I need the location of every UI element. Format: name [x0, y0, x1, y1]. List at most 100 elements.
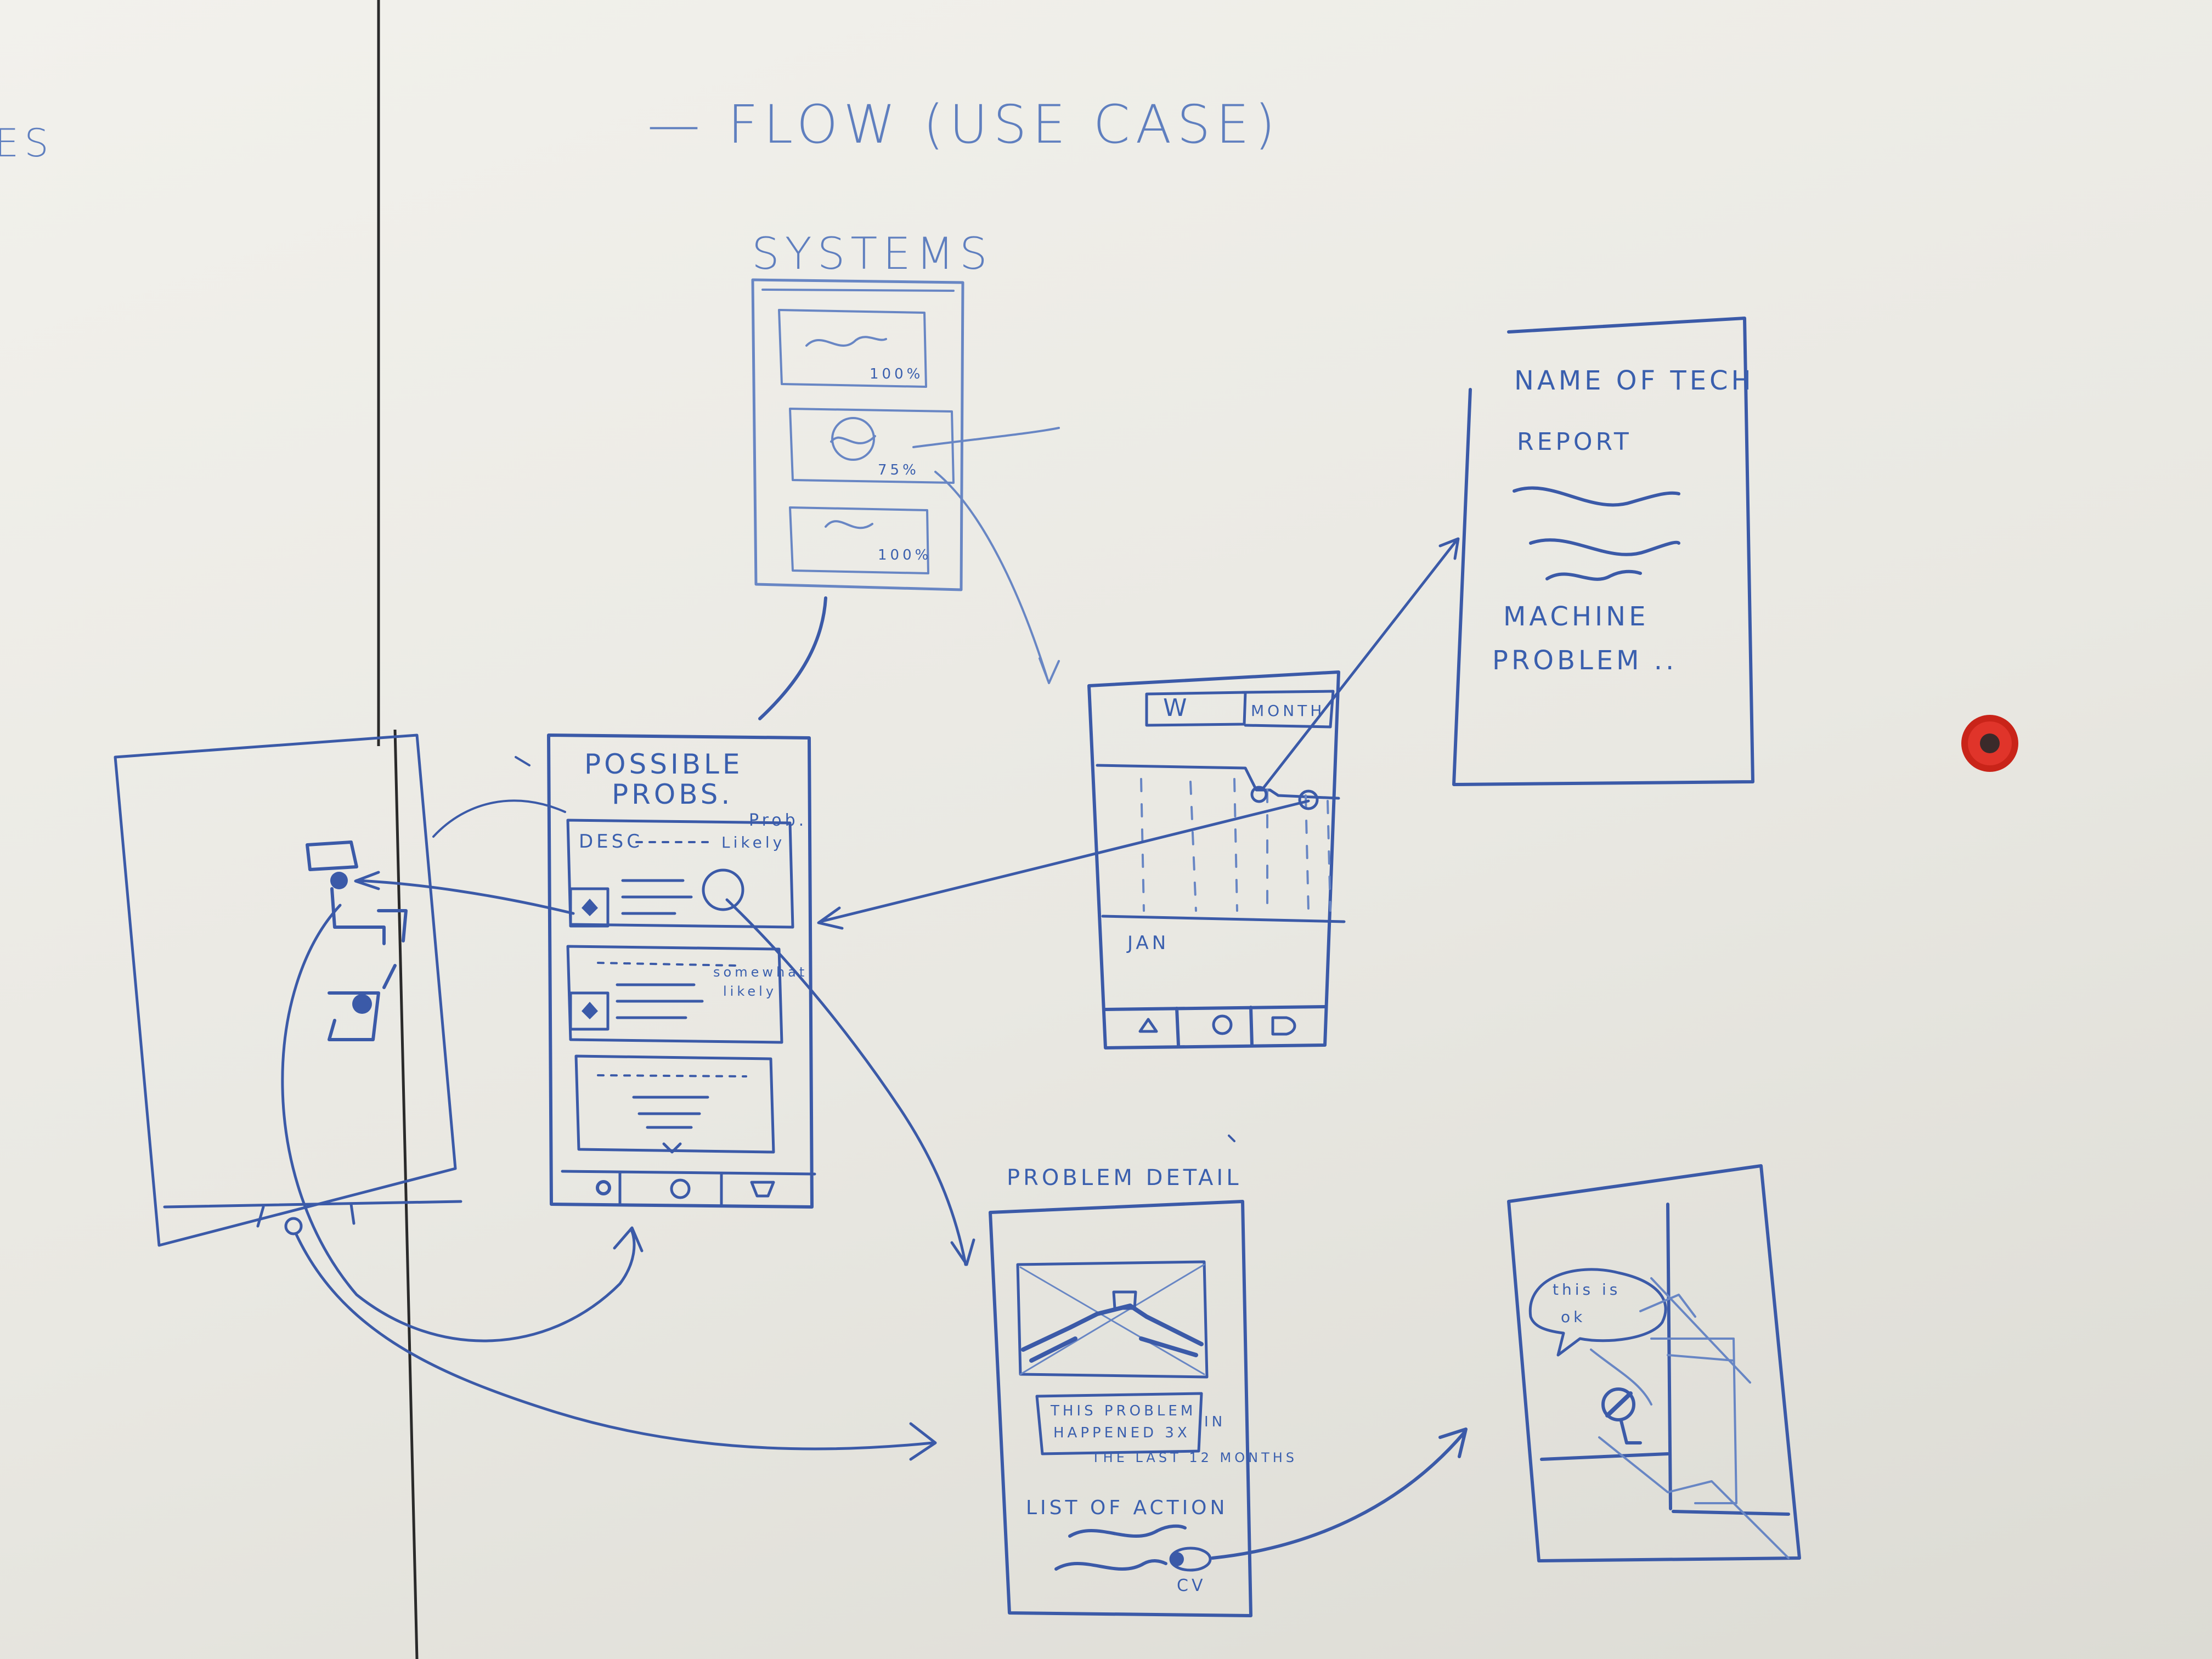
action-item-2	[1054, 1559, 1167, 1571]
tech-squiggle-2	[1529, 538, 1680, 556]
probs-tabbar	[561, 1170, 816, 1207]
system-card-2	[789, 408, 955, 484]
detail-image-part	[1112, 1290, 1137, 1310]
speech-bubble	[1528, 1268, 1667, 1357]
system-card-3-value: 100%	[878, 547, 932, 563]
flow-arrows	[281, 427, 1468, 1560]
node-dot-1	[330, 872, 348, 889]
detail-image-cross	[1019, 1263, 1205, 1375]
detail-image-machine	[1021, 1304, 1204, 1363]
node-dot-2	[352, 994, 372, 1014]
probs-title-line2: PROBS.	[612, 778, 733, 810]
probs-title-line1: POSSIBLE	[584, 748, 743, 780]
prob-card-2-text-lines	[616, 983, 704, 1019]
arrow-chart-to-report	[1260, 537, 1460, 792]
detail-note-line4: THE LAST 12 MONTHS	[1091, 1450, 1297, 1465]
arrow-systems-to-chart	[912, 427, 1060, 684]
ar-box	[1650, 1338, 1737, 1504]
chart-gridlines	[1140, 778, 1331, 912]
arrow-left-to-detail	[295, 1233, 937, 1461]
chart-screen: W MONTH JAN	[1087, 670, 1346, 1049]
systems-phone-frame	[751, 278, 964, 591]
ar-screen: this is ok	[1507, 1164, 1801, 1562]
probs-phone-frame	[547, 733, 814, 1209]
detail-phone-frame	[989, 1200, 1252, 1617]
detail-title: PROBLEM DETAIL	[1007, 1165, 1242, 1190]
chart-point-2	[1298, 789, 1319, 810]
probs-col-likely: Likely	[721, 833, 785, 851]
node-connector-2	[377, 909, 408, 943]
left-phone-frame	[114, 733, 457, 1247]
system-card-3-sparkline	[825, 520, 873, 529]
ar-phone-frame	[1507, 1164, 1801, 1562]
left-tab-circle	[284, 1217, 303, 1235]
arrow-probs-to-detail	[725, 898, 975, 1266]
tab-week-label[interactable]: W	[1163, 694, 1190, 722]
cv-label: CV	[1177, 1576, 1206, 1595]
action-item-1	[1068, 1524, 1187, 1538]
tech-line1: NAME OF TECH	[1514, 365, 1754, 396]
probs-col-prob: Prob.	[749, 811, 807, 830]
tech-squiggle-3	[1545, 569, 1642, 581]
prob-card-2-thumb	[569, 991, 610, 1031]
bubble-line1: this is	[1553, 1280, 1621, 1299]
prob-card-1-likely-dial	[702, 868, 744, 911]
folder-icon	[750, 1181, 775, 1198]
magnet-center	[1980, 733, 2000, 753]
systems-screen: SYSTEMS 100% 75% 100%	[751, 228, 993, 591]
prob-card-3-text-lines	[632, 1096, 709, 1129]
ar-marker	[1601, 1387, 1635, 1421]
prob-card-1-thumb	[569, 887, 610, 928]
tab-week	[1145, 691, 1247, 727]
search-icon	[596, 1180, 611, 1195]
diamond-icon	[582, 1002, 598, 1019]
arrow-probs-to-left	[354, 871, 575, 915]
chevron-down-icon	[662, 1142, 682, 1154]
tab-month-label[interactable]: MONTH	[1251, 702, 1325, 720]
left-phone-tabbar	[163, 1200, 462, 1228]
possible-probs-screen: POSSIBLE PROBS. Prob. DESC Likely somewh…	[547, 733, 816, 1209]
prob-card-3	[574, 1054, 775, 1154]
prob-card-3-dots	[597, 1074, 747, 1077]
systems-title: SYSTEMS	[752, 228, 993, 279]
arrow-detail-to-ar	[1211, 1427, 1468, 1560]
chart-tabbar	[1104, 1005, 1327, 1047]
arrow-systems-to-probs	[758, 596, 827, 720]
arrow-left-loop-to-probs	[281, 904, 644, 1342]
prob-card-2-label-line1: somewhat	[713, 964, 808, 980]
bubble-line2: ok	[1561, 1308, 1585, 1326]
chart-phone-frame	[1087, 670, 1340, 1049]
circle-icon	[670, 1178, 691, 1199]
detail-note-box	[1035, 1392, 1203, 1455]
tech-report-screen: NAME OF TECH REPORT MACHINE PROBLEM ..	[1452, 317, 1754, 786]
detail-note-line2: HAPPENED 3X	[1053, 1425, 1190, 1441]
cv-dot	[1170, 1552, 1184, 1566]
tech-line2: REPORT	[1517, 428, 1632, 456]
prob-card-2-dots	[597, 962, 736, 967]
ar-marker-slash	[1605, 1391, 1633, 1418]
system-card-2-value: 75%	[878, 462, 919, 478]
left-screen	[114, 733, 462, 1247]
system-card-3	[789, 506, 929, 574]
red-magnet	[1961, 715, 2018, 772]
problem-detail-screen: PROBLEM DETAIL THIS PROBLEM HAPPENED 3X …	[989, 1165, 1297, 1617]
triangle-icon	[1138, 1018, 1158, 1033]
node-box-2	[328, 991, 380, 1041]
system-card-2-sparkline	[830, 435, 876, 444]
probs-col-desc: DESC	[579, 831, 643, 853]
tab-month	[1241, 690, 1335, 729]
detail-note-line3: IN	[1204, 1414, 1226, 1430]
left-edge-text: ES	[0, 121, 54, 166]
panel-seam-lower	[393, 729, 419, 1659]
prob-card-2-label-line2: likely	[723, 984, 777, 999]
detail-image	[1016, 1260, 1209, 1379]
tech-squiggle-1	[1513, 486, 1680, 507]
tech-phone-frame	[1452, 317, 1754, 786]
arrow-chart-to-probs	[817, 799, 1310, 930]
tech-line4: PROBLEM ..	[1492, 645, 1677, 676]
arrow-left-to-probs-top	[432, 799, 566, 838]
system-card-1	[778, 309, 927, 388]
systems-phone-top	[761, 289, 955, 292]
stray-marks	[515, 756, 1235, 1142]
